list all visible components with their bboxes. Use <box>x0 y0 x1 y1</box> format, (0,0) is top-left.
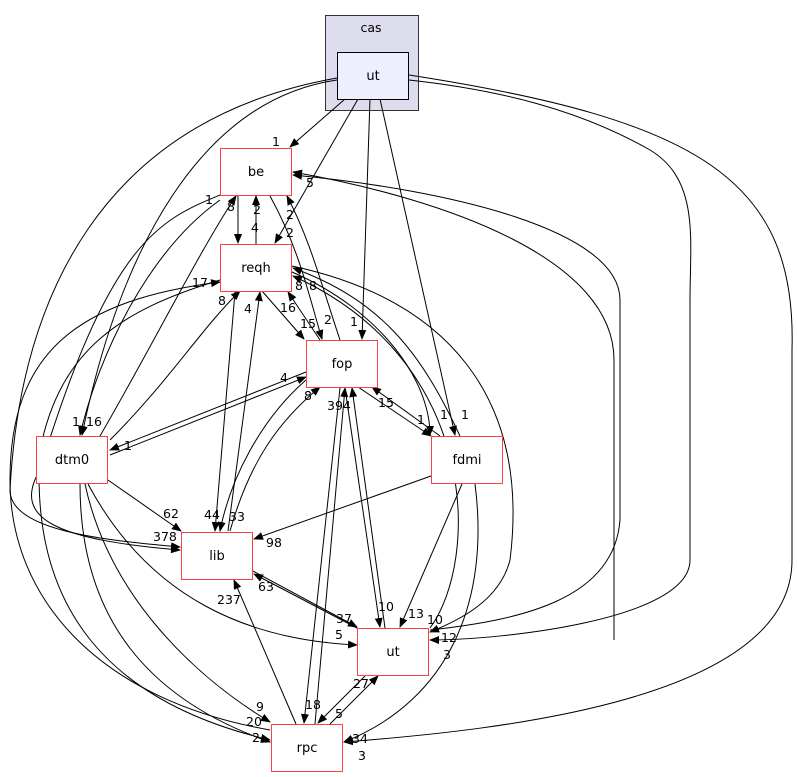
edge-label: 1 <box>272 134 280 149</box>
node-box <box>181 532 253 580</box>
edge-label: 4 <box>251 220 259 235</box>
edge-label: 8 <box>309 278 317 293</box>
node-ut[interactable]: ut <box>357 628 429 676</box>
cluster-label: cas <box>360 20 381 35</box>
node-rpc[interactable]: rpc <box>271 724 343 772</box>
edge-label: 27 <box>353 676 369 691</box>
edge-label: 2 <box>253 202 261 217</box>
edge-label: 9 <box>256 699 264 714</box>
node-box <box>36 436 108 484</box>
node-label: lib <box>209 549 224 564</box>
edge-labels: 1 5 1 8 2 4 2 2 17 8 4 8 8 16 15 2 1 4 8… <box>72 134 469 763</box>
edge-label: 8 <box>295 278 303 293</box>
edge-label: 5 <box>335 627 343 642</box>
edge-label: 34 <box>352 731 368 746</box>
node-reqh[interactable]: reqh <box>220 244 292 292</box>
edge-label: 98 <box>266 535 282 550</box>
edge-label: 3 <box>358 748 366 763</box>
node-label: rpc <box>297 741 318 756</box>
edge-label: 44 <box>204 507 220 522</box>
node-label: reqh <box>241 261 271 276</box>
node-box <box>357 628 429 676</box>
edge-label: 4 <box>280 370 288 385</box>
edge-label: 63 <box>258 579 274 594</box>
node-label: be <box>248 165 264 180</box>
edge-label: 1 <box>440 407 448 422</box>
edge-label: 10 <box>427 612 443 627</box>
edge-label: 1 <box>350 314 358 329</box>
node-label: ut <box>386 645 399 660</box>
node-box <box>306 340 378 388</box>
edge-label: 18 <box>305 697 321 712</box>
edge-label: 15 <box>300 316 316 331</box>
edge-label: 394 <box>327 398 351 413</box>
edge-label: 20 <box>246 714 262 729</box>
node-box <box>220 244 292 292</box>
edge-label: 16 <box>86 414 102 429</box>
edge-label: 237 <box>217 592 241 607</box>
edge-label: 62 <box>163 506 179 521</box>
edge-label: 8 <box>218 293 226 308</box>
node-box <box>271 724 343 772</box>
edge-label: 378 <box>153 529 177 544</box>
edge-label: 3 <box>443 647 451 662</box>
node-fdmi[interactable]: fdmi <box>431 436 503 484</box>
edge-label: 2 <box>286 225 294 240</box>
node-fop[interactable]: fop <box>306 340 378 388</box>
edge-label: 1 <box>417 412 425 427</box>
node-box <box>337 52 409 100</box>
edge-label: 37 <box>336 611 352 626</box>
edge-label: 12 <box>441 630 457 645</box>
edge-label: 2 <box>286 207 294 222</box>
edge-label: 1 <box>461 407 469 422</box>
edge-label: 1 <box>72 414 80 429</box>
edge-label: 5 <box>335 706 343 721</box>
edge-label: 8 <box>304 388 312 403</box>
node-box <box>431 436 503 484</box>
node-lib[interactable]: lib <box>181 532 253 580</box>
node-be[interactable]: be <box>220 148 292 196</box>
node-dtm0[interactable]: dtm0 <box>36 436 108 484</box>
edge-label: 10 <box>378 599 394 614</box>
edge-label: 33 <box>229 509 245 524</box>
edge-label: 17 <box>192 275 208 290</box>
edge-label: 8 <box>227 199 235 214</box>
edge-label: 13 <box>408 606 424 621</box>
edge-label: 4 <box>244 301 252 316</box>
node-label: dtm0 <box>55 453 89 468</box>
node-label: ut <box>366 69 379 84</box>
node-cas-ut[interactable]: ut <box>337 52 409 100</box>
edge-label: 5 <box>306 175 314 190</box>
node-box <box>220 148 292 196</box>
edge-label: 2 <box>252 730 260 745</box>
edge-label: 1 <box>124 438 132 453</box>
edge-label: 1 <box>205 192 213 207</box>
node-label: fop <box>332 357 353 372</box>
edge-label: 2 <box>324 312 332 327</box>
edge-label: 16 <box>280 300 296 315</box>
edge-label: 15 <box>378 395 394 410</box>
node-label: fdmi <box>452 453 481 468</box>
